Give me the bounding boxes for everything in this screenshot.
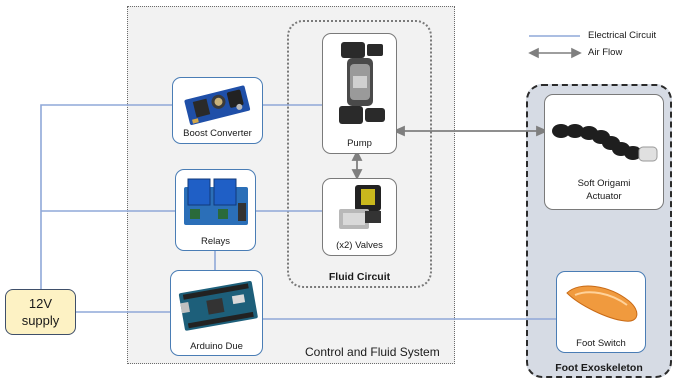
foot-switch-card: Foot Switch: [556, 271, 646, 353]
fluid-circuit-group: [287, 20, 432, 288]
arrowhead-left: [392, 125, 405, 137]
boost-converter-card: Boost Converter: [172, 77, 263, 144]
valves-label: (x2) Valves: [336, 240, 383, 251]
relays-label: Relays: [200, 236, 231, 247]
legend-airflow-arrow: [528, 47, 582, 59]
wire-supply-boost: [40, 104, 176, 290]
electrical-wires: [40, 104, 556, 320]
valves-card: (x2) Valves: [322, 178, 397, 256]
supply-line1: 12V: [28, 296, 53, 311]
foot-switch-label: Foot Switch: [576, 338, 626, 349]
pump-image: [339, 42, 385, 124]
relays-card: Relays: [175, 169, 256, 251]
airflow-arrows: [351, 125, 549, 181]
actuator-label-line2: Actuator: [586, 191, 622, 202]
arduino-due-card: Arduino Due: [170, 270, 263, 356]
supply-line2: supply: [21, 313, 60, 328]
soft-origami-actuator-card: Soft Origami Actuator: [544, 94, 664, 210]
legend-electrical-label: Electrical Circuit: [588, 30, 657, 41]
12v-supply-box: 12V supply: [5, 289, 76, 335]
pump-label: Pump: [347, 138, 372, 149]
arduino-due-image: [178, 280, 258, 331]
boost-converter-image: [184, 85, 251, 125]
boost-converter-label: Boost Converter: [183, 128, 252, 139]
arrowhead-right: [536, 125, 549, 137]
valves-image: [339, 185, 381, 229]
legend-airflow-label: Air Flow: [588, 47, 623, 58]
arduino-due-label: Arduino Due: [190, 341, 243, 352]
relays-image: [184, 178, 248, 225]
actuator-label-line1: Soft Origami: [577, 178, 631, 189]
pump-card: Pump: [322, 33, 397, 154]
control-fluid-system-label: Control and Fluid System: [305, 345, 440, 359]
foot-exoskeleton-label: Foot Exoskeleton: [555, 362, 643, 374]
foot-switch-image: [566, 285, 638, 322]
actuator-image: [552, 124, 658, 162]
arrowhead-down: [351, 169, 363, 181]
fluid-circuit-label: Fluid Circuit: [328, 271, 391, 283]
arrowhead-up: [351, 149, 363, 161]
